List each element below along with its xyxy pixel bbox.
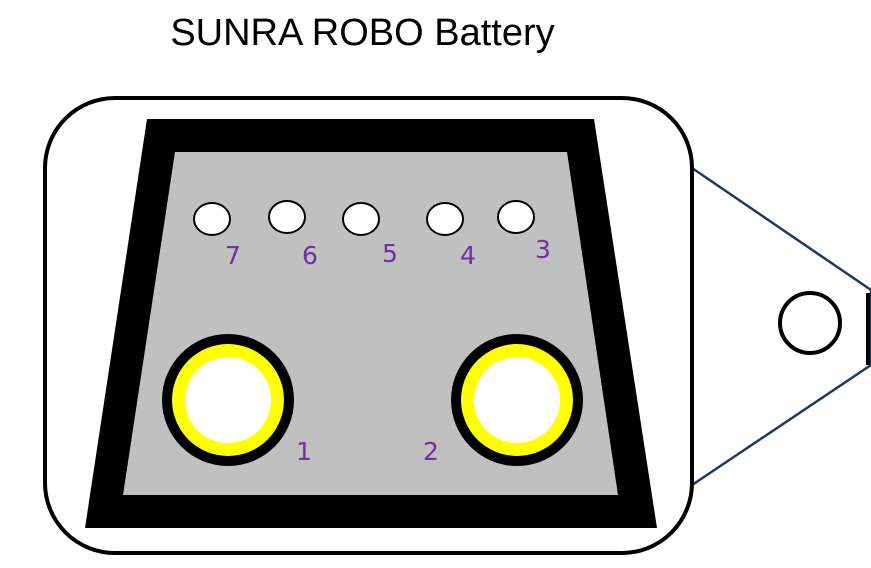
small-pin-label: 5 (382, 239, 398, 268)
small-pin-4 (426, 202, 464, 236)
terminal-label: 1 (296, 437, 312, 466)
terminal-label: 2 (423, 437, 439, 466)
terminal-1-center (185, 357, 271, 443)
small-pin-5 (342, 202, 380, 236)
small-pin-label: 4 (460, 241, 476, 270)
small-pin-label: 6 (302, 241, 318, 270)
tab-hole (778, 291, 842, 355)
small-pin-3 (497, 200, 535, 234)
small-pin-7 (193, 202, 231, 236)
diagram-title: SUNRA ROBO Battery (170, 12, 555, 54)
terminal-2-center (474, 357, 560, 443)
small-pin-6 (268, 200, 306, 234)
small-pin-label: 3 (535, 235, 551, 264)
small-pin-label: 7 (225, 241, 241, 270)
